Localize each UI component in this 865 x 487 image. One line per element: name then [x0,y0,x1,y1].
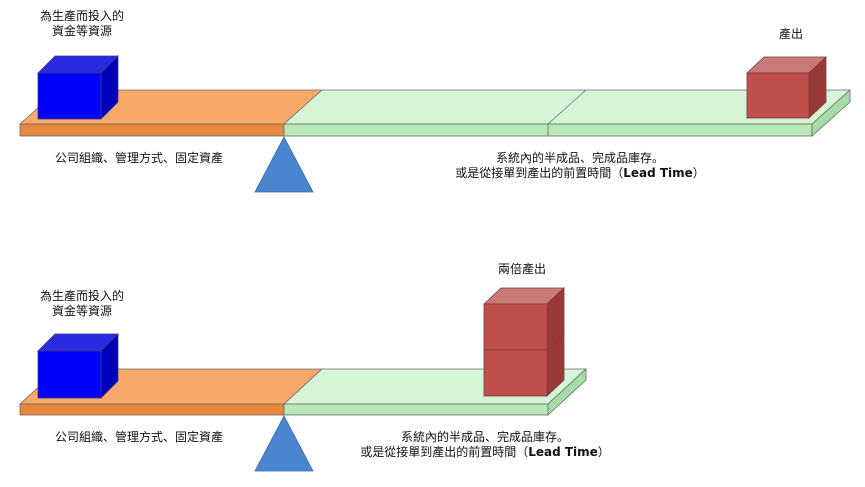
bottom-input-cube-front [37,350,102,399]
bottom-seesaw [18,287,588,472]
bottom-right-caption: 系統內的半成品、完成品庫存。 或是從接單到產出的前置時間（Lead Time） [335,430,635,460]
top-input-label-line2: 資金等資源 [51,24,112,38]
bottom-input-label: 為生產而投入的 資金等資源 [22,289,142,319]
top-output-cube-front [746,72,810,119]
bottom-output-label: 兩倍產出 [498,262,547,276]
bottom-board-side [547,368,587,416]
top-seesaw [18,55,852,193]
bottom-output-cube-seam [546,333,565,351]
bottom-right-caption-suffix: ） [597,445,610,459]
top-board-divider [547,89,587,136]
bottom-fulcrum [254,415,314,472]
top-board-side [811,89,851,137]
top-right-caption: 系統內的半成品、完成品庫存。 或是從接單到產出的前置時間（Lead Time） [430,151,730,181]
top-right-caption-suffix: ） [692,166,705,180]
bottom-lead-time-term: Lead Time [528,445,598,459]
top-output-label: 產出 [779,27,804,41]
bottom-left-caption: 公司組織、管理方式、固定資產 [55,430,224,444]
top-input-label-line1: 為生產而投入的 [39,9,124,23]
top-board-orange-front [19,123,285,137]
bottom-right-caption-prefix: 或是從接單到產出的前置時間（ [360,445,529,459]
top-left-caption: 公司組織、管理方式、固定資產 [55,151,224,165]
bottom-input-label-line1: 為生產而投入的 [39,289,124,303]
top-lead-time-term: Lead Time [623,166,693,180]
top-input-label: 為生產而投入的 資金等資源 [22,9,142,39]
bottom-output-cube-lower [483,349,548,397]
top-right-caption-line1: 系統內的半成品、完成品庫存。 [495,151,664,165]
bottom-right-caption-line1: 系統內的半成品、完成品庫存。 [400,430,569,444]
bottom-board-orange-front [19,403,285,416]
top-right-caption-prefix: 或是從接單到產出的前置時間（ [455,166,624,180]
bottom-input-label-line2: 資金等資源 [51,304,112,318]
top-right-caption-line2: 或是從接單到產出的前置時間（Lead Time） [430,166,730,181]
bottom-output-cube-upper [483,303,548,351]
top-input-cube-front [37,72,102,120]
bottom-right-caption-line2: 或是從接單到產出的前置時間（Lead Time） [335,445,635,460]
top-fulcrum [254,136,314,193]
bottom-board-green-front [283,403,549,416]
